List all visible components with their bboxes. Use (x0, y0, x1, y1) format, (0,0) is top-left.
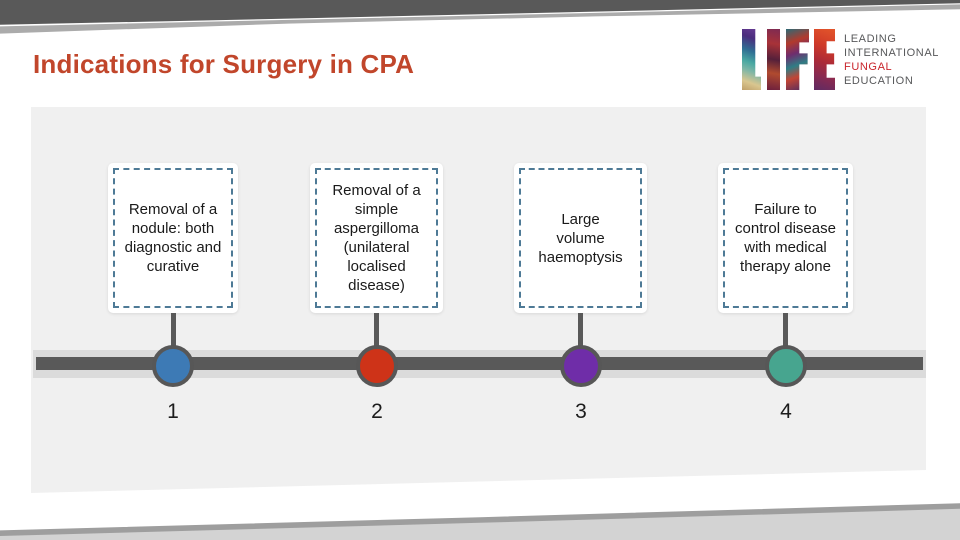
timeline-box-4: Failure to control disease with medical … (718, 163, 853, 313)
timeline-marker-1 (152, 345, 194, 387)
timeline-marker-3 (560, 345, 602, 387)
logo-tagline-line-3: FUNGAL (844, 61, 893, 73)
timeline-number-1: 1 (167, 400, 179, 423)
timeline-number-2: 2 (371, 400, 383, 423)
timeline-box-3: Large volume haemoptysis (514, 163, 647, 313)
logo-tagline: LEADING INTERNATIONAL FUNGAL EDUCATION (844, 29, 939, 88)
timeline-box-1: Removal of a nodule: both diagnostic and… (108, 163, 238, 313)
timeline-number-4: 4 (780, 400, 792, 423)
timeline-stem-3 (578, 313, 583, 363)
timeline-stem-1 (171, 313, 176, 363)
slide-title: Indications for Surgery in CPA (33, 49, 415, 79)
timeline-marker-4 (765, 345, 807, 387)
timeline-box-4-border: Failure to control disease with medical … (723, 168, 848, 308)
timeline-box-2-border: Removal of a simple aspergilloma (unilat… (315, 168, 438, 308)
timeline-marker-2 (356, 345, 398, 387)
life-logo: LEADING INTERNATIONAL FUNGAL EDUCATION (742, 29, 939, 91)
timeline-box-4-label: Failure to control disease with medical … (735, 201, 836, 275)
timeline-stem-2 (374, 313, 379, 363)
timeline-stem-4 (783, 313, 788, 363)
timeline-box-1-label: Removal of a nodule: both diagnostic and… (124, 201, 222, 275)
timeline-box-1-border: Removal of a nodule: both diagnostic and… (113, 168, 233, 308)
logo-letter-E (814, 29, 835, 90)
logo-letter-F (786, 29, 809, 90)
logo-tagline-line-1: LEADING (844, 33, 897, 45)
timeline-line (36, 357, 923, 370)
logo-letter-I (767, 29, 780, 90)
logo-tagline-line-4: EDUCATION (844, 75, 914, 87)
timeline-number-3: 3 (575, 400, 587, 423)
logo-tagline-line-2: INTERNATIONAL (844, 47, 939, 59)
timeline-box-2-label: Removal of a simple aspergilloma (unilat… (332, 182, 421, 294)
timeline-box-3-label: Large volume haemoptysis (538, 210, 623, 266)
logo-letter-L (742, 29, 761, 90)
timeline-box-2: Removal of a simple aspergilloma (unilat… (310, 163, 443, 313)
life-logo-letters (742, 29, 835, 90)
timeline-box-3-border: Large volume haemoptysis (519, 168, 642, 308)
